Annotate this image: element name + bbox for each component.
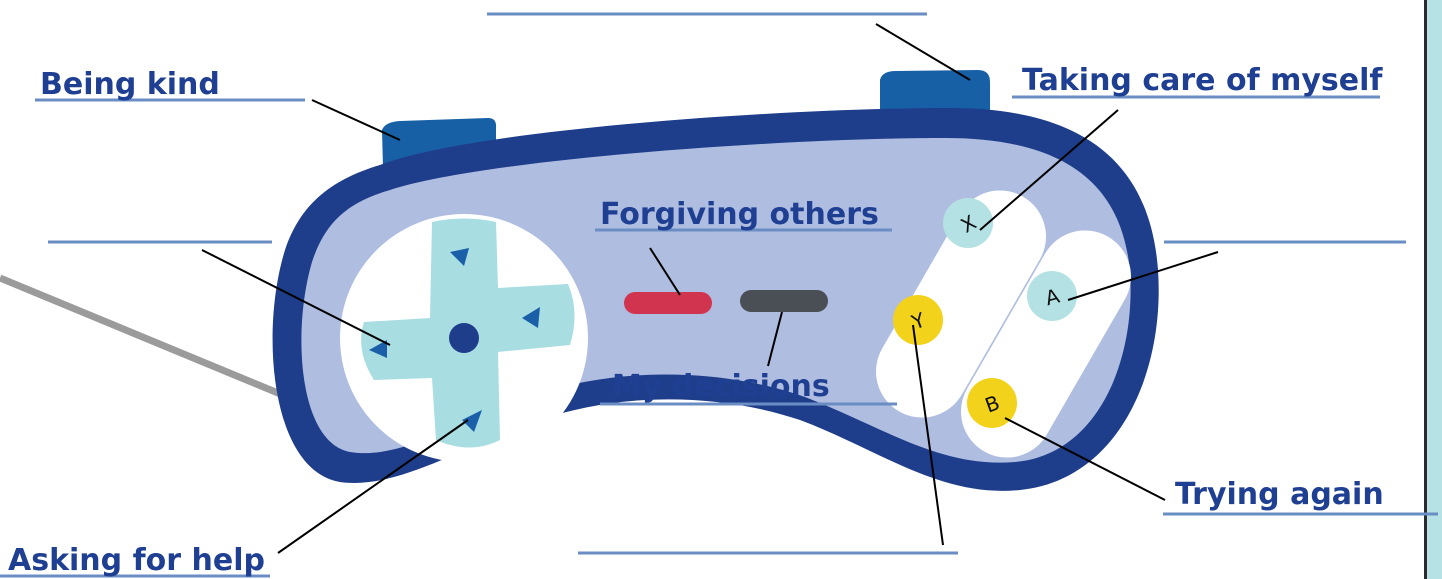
leader-trying-again [1004, 417, 1166, 501]
label-decisions: My decisions [612, 369, 830, 404]
dpad-left-arrow-icon [369, 340, 387, 358]
label-forgiving: Forgiving others [600, 197, 879, 232]
label-taking-care: Taking care of myself [1022, 63, 1383, 98]
dpad-up-arrow-icon [450, 248, 469, 266]
side-border-edge [1424, 0, 1427, 579]
b-button[interactable] [967, 378, 1017, 428]
label-being-kind: Being kind [40, 67, 220, 102]
dpad-center [449, 323, 479, 353]
label-asking-help: Asking for help [8, 543, 265, 578]
dpad-down-arrow-icon [462, 410, 482, 432]
left-shoulder-button [382, 118, 497, 168]
select-button[interactable] [624, 292, 712, 314]
a-button[interactable] [1027, 271, 1077, 321]
leader-forgiving [649, 247, 681, 296]
leader-taking-care [979, 109, 1119, 231]
leader-right-blank [1067, 251, 1219, 301]
leader-top-blank [875, 23, 971, 81]
leader-being-kind [311, 99, 401, 141]
start-button[interactable] [740, 290, 828, 312]
leader-bottom-blank [912, 324, 944, 546]
dpad-right-arrow-icon [522, 307, 540, 328]
controller-cable [0, 274, 292, 402]
leader-left-blank [201, 249, 391, 346]
label-trying-again: Trying again [1175, 477, 1384, 512]
right-shoulder-button [880, 70, 990, 118]
y-button[interactable] [893, 295, 943, 345]
x-button[interactable] [943, 198, 993, 248]
leader-asking-help [277, 419, 469, 554]
side-border [1424, 0, 1442, 579]
a-button-label: A [1043, 284, 1063, 311]
leader-decisions [767, 311, 783, 367]
